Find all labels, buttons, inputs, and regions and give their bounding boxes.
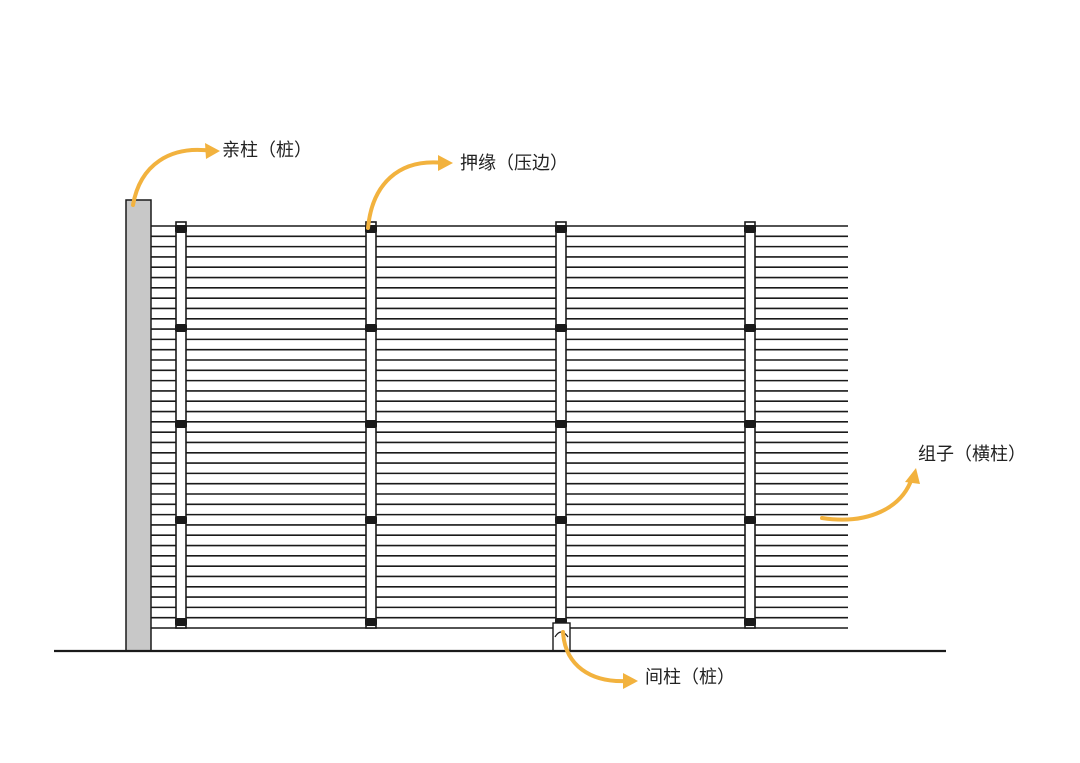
arrow-pressing-edge bbox=[366, 155, 453, 230]
batten-fixing-node bbox=[744, 618, 756, 626]
batten-fixing-node bbox=[555, 225, 567, 233]
arrow-intermediate-post bbox=[561, 630, 638, 689]
main-post bbox=[125, 199, 152, 652]
batten-fixing-node bbox=[175, 420, 187, 428]
batten-fixing-node bbox=[555, 324, 567, 332]
label-intermediate-post: 间柱（桩） bbox=[645, 667, 735, 688]
arrow-slats bbox=[820, 468, 920, 522]
batten-fixing-node bbox=[555, 516, 567, 524]
batten-fixing-node bbox=[744, 225, 756, 233]
batten-fixing-node bbox=[175, 324, 187, 332]
label-pressing-edge: 押缘（压边） bbox=[460, 153, 568, 174]
batten-fixing-node bbox=[365, 420, 377, 428]
label-main-post: 亲柱（桩） bbox=[222, 140, 312, 161]
batten-fixing-node bbox=[175, 618, 187, 626]
batten-fixing-node bbox=[175, 225, 187, 233]
batten-fixing-node bbox=[744, 420, 756, 428]
horizontal-slats bbox=[151, 225, 848, 629]
batten-fixing-node bbox=[744, 324, 756, 332]
batten-fixing-node bbox=[175, 516, 187, 524]
batten-fixing-node bbox=[365, 324, 377, 332]
batten-fixing-node bbox=[365, 618, 377, 626]
batten-fixing-node bbox=[555, 420, 567, 428]
batten-fixing-node bbox=[365, 516, 377, 524]
batten-fixing-node bbox=[744, 516, 756, 524]
label-slats: 组子（横柱） bbox=[918, 444, 1026, 465]
arrow-main-post bbox=[131, 143, 220, 207]
vertical-battens bbox=[175, 221, 756, 629]
